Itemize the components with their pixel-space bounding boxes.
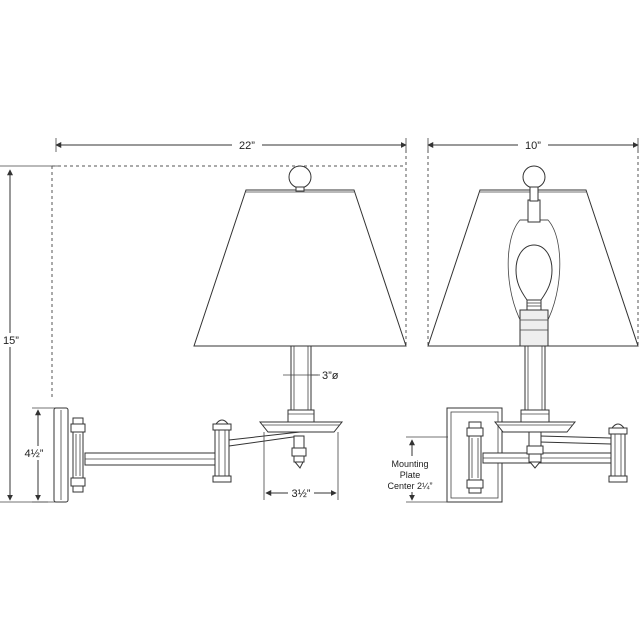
side-drip-cup (258, 409, 344, 433)
front-column (524, 345, 546, 411)
light-bulb (515, 244, 553, 347)
column-diameter-label: 3”ø (322, 370, 339, 382)
arm-extension-dimension: 3½” (263, 432, 339, 500)
side-swing-arm (84, 452, 216, 466)
side-finial (288, 165, 312, 192)
mounting-plate-dimension: Mounting Plate Center 2¼” (380, 436, 448, 503)
side-upper-arm (228, 431, 307, 469)
side-arm-knuckle (212, 419, 232, 483)
column-diameter-dimension: 3”ø (311, 370, 339, 382)
height-dimension-total: 15” (0, 165, 60, 503)
front-stem (526, 431, 544, 469)
width-dimension-front: 10” (427, 138, 639, 152)
front-drip-cup (493, 409, 577, 433)
width-dimension-side: 22” (55, 138, 407, 152)
envelope-dashed-lines (51, 150, 639, 400)
front-view: Mounting Plate Center 2¼” (380, 165, 639, 503)
mounting-note-line3: Center 2¼” (387, 481, 432, 491)
front-right-knuckle (608, 423, 628, 483)
width-side-label: 22” (239, 140, 255, 152)
front-finial (522, 165, 546, 202)
width-front-label: 10” (525, 140, 541, 152)
arm-extension-label: 3½” (292, 488, 311, 500)
mounting-note-line1: Mounting (391, 459, 428, 469)
mounting-note-line2: Plate (400, 470, 421, 480)
front-left-bracket (466, 421, 484, 494)
backplate-height-dimension: 4½” (22, 407, 58, 503)
side-column (283, 345, 318, 411)
side-lamp-shade (193, 189, 407, 347)
front-swing-arm (482, 452, 612, 464)
side-wall-bracket (70, 417, 86, 493)
backplate-height-label: 4½” (25, 448, 44, 460)
height-total-label: 15” (3, 335, 19, 347)
side-view: 3”ø 3½” (53, 165, 407, 503)
